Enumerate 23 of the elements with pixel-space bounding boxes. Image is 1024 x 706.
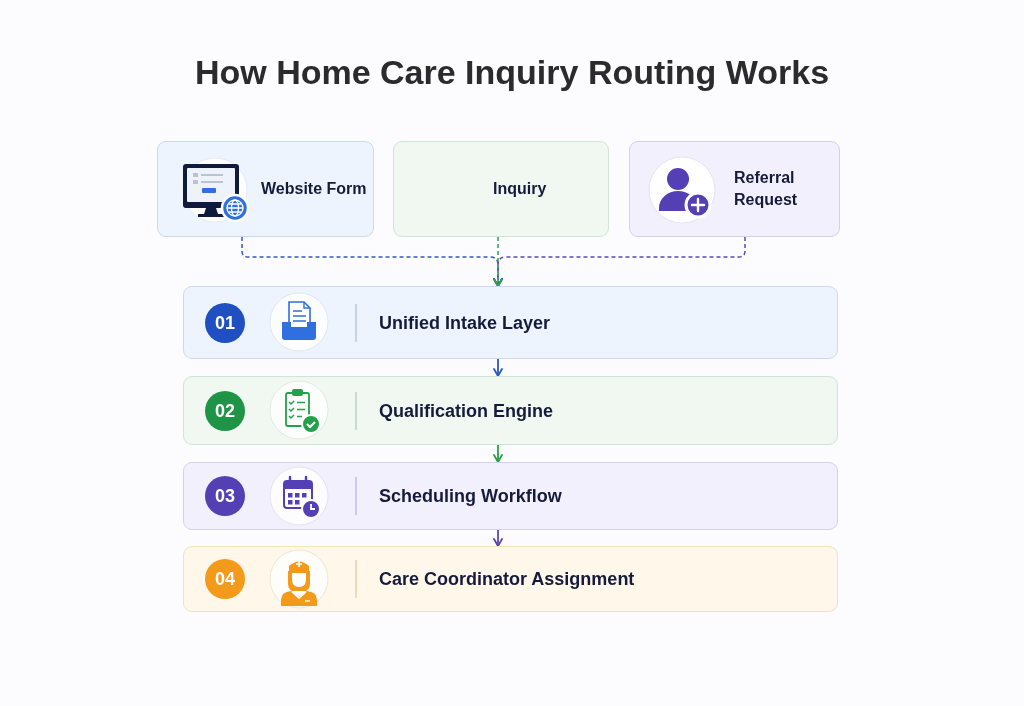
arrow — [493, 444, 503, 463]
step-card — [183, 286, 838, 359]
step-card — [183, 546, 838, 612]
source-card — [393, 141, 609, 237]
source-label: Inquiry — [493, 179, 547, 199]
arrow — [493, 529, 503, 547]
source-label: Website Form — [261, 179, 367, 199]
step-number: 01 — [205, 302, 245, 343]
step-number: 04 — [205, 559, 245, 599]
step-title: Qualification Engine — [379, 399, 553, 422]
source-card — [629, 141, 840, 237]
step-number: 02 — [205, 390, 245, 431]
dashed-connector — [493, 236, 503, 287]
source-card — [157, 141, 374, 237]
step-title: Care Coordinator Assignment — [379, 568, 635, 590]
step-title: Unified Intake Layer — [379, 311, 551, 334]
arrow — [493, 358, 503, 377]
step-title: Scheduling Workflow — [379, 485, 562, 507]
step-card — [183, 462, 838, 530]
source-label: Referral Request — [734, 168, 799, 210]
step-card — [183, 376, 838, 445]
step-number: 03 — [205, 476, 245, 516]
title: How Home Care Inquiry Routing Works — [193, 52, 831, 93]
